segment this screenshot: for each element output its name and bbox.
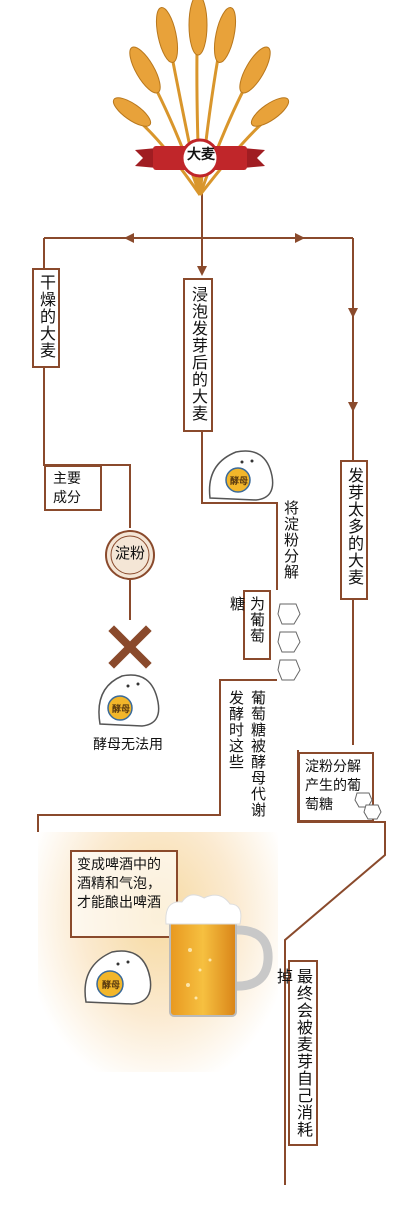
glucose-molecule-icon — [354, 792, 382, 820]
dry-barley-box: 干燥的大麦 — [32, 268, 60, 368]
top-label: 大麦 — [187, 147, 215, 163]
glucose-molecule-icon — [277, 603, 301, 681]
glucose-produced-box: 淀粉分解产生的葡萄糖 — [298, 752, 374, 822]
ribbon-banner — [135, 138, 265, 178]
yeast-label-1: 酵母 — [112, 703, 130, 715]
over-sprouted-box: 发芽太多的大麦 — [340, 460, 368, 600]
metabolize-label: 葡萄糖被酵母代谢 — [249, 690, 267, 818]
starch-label: 淀粉 — [114, 544, 145, 562]
yeast-label-3: 酵母 — [102, 979, 120, 991]
yeast-label-2: 酵母 — [230, 475, 248, 487]
yeast-unusable-label: 酵母无法用 — [93, 737, 163, 753]
yeast-mascot-icon: 酵母 — [208, 450, 274, 501]
glucose-box: 为葡萄糖 — [228, 590, 271, 660]
sprouted-barley-box: 浸泡发芽后的大麦 — [183, 278, 213, 432]
yeast-mascot-icon: 酵母 — [84, 950, 152, 1005]
self-consumed-box: 最终会被麦芽自己消耗掉 — [274, 960, 318, 1146]
starch-circle — [105, 530, 155, 580]
cross-icon — [108, 625, 152, 669]
fermentation-label: 发酵时这些 — [227, 690, 245, 770]
beer-mug-icon — [165, 894, 273, 1017]
yeast-mascot-icon: 酵母 — [98, 674, 160, 727]
beer-result-box: 变成啤酒中的酒精和气泡，才能酿出啤酒 — [70, 850, 178, 938]
decompose-label: 将淀粉分解 — [282, 500, 300, 580]
main-component-box: 主要成分 — [44, 465, 102, 511]
